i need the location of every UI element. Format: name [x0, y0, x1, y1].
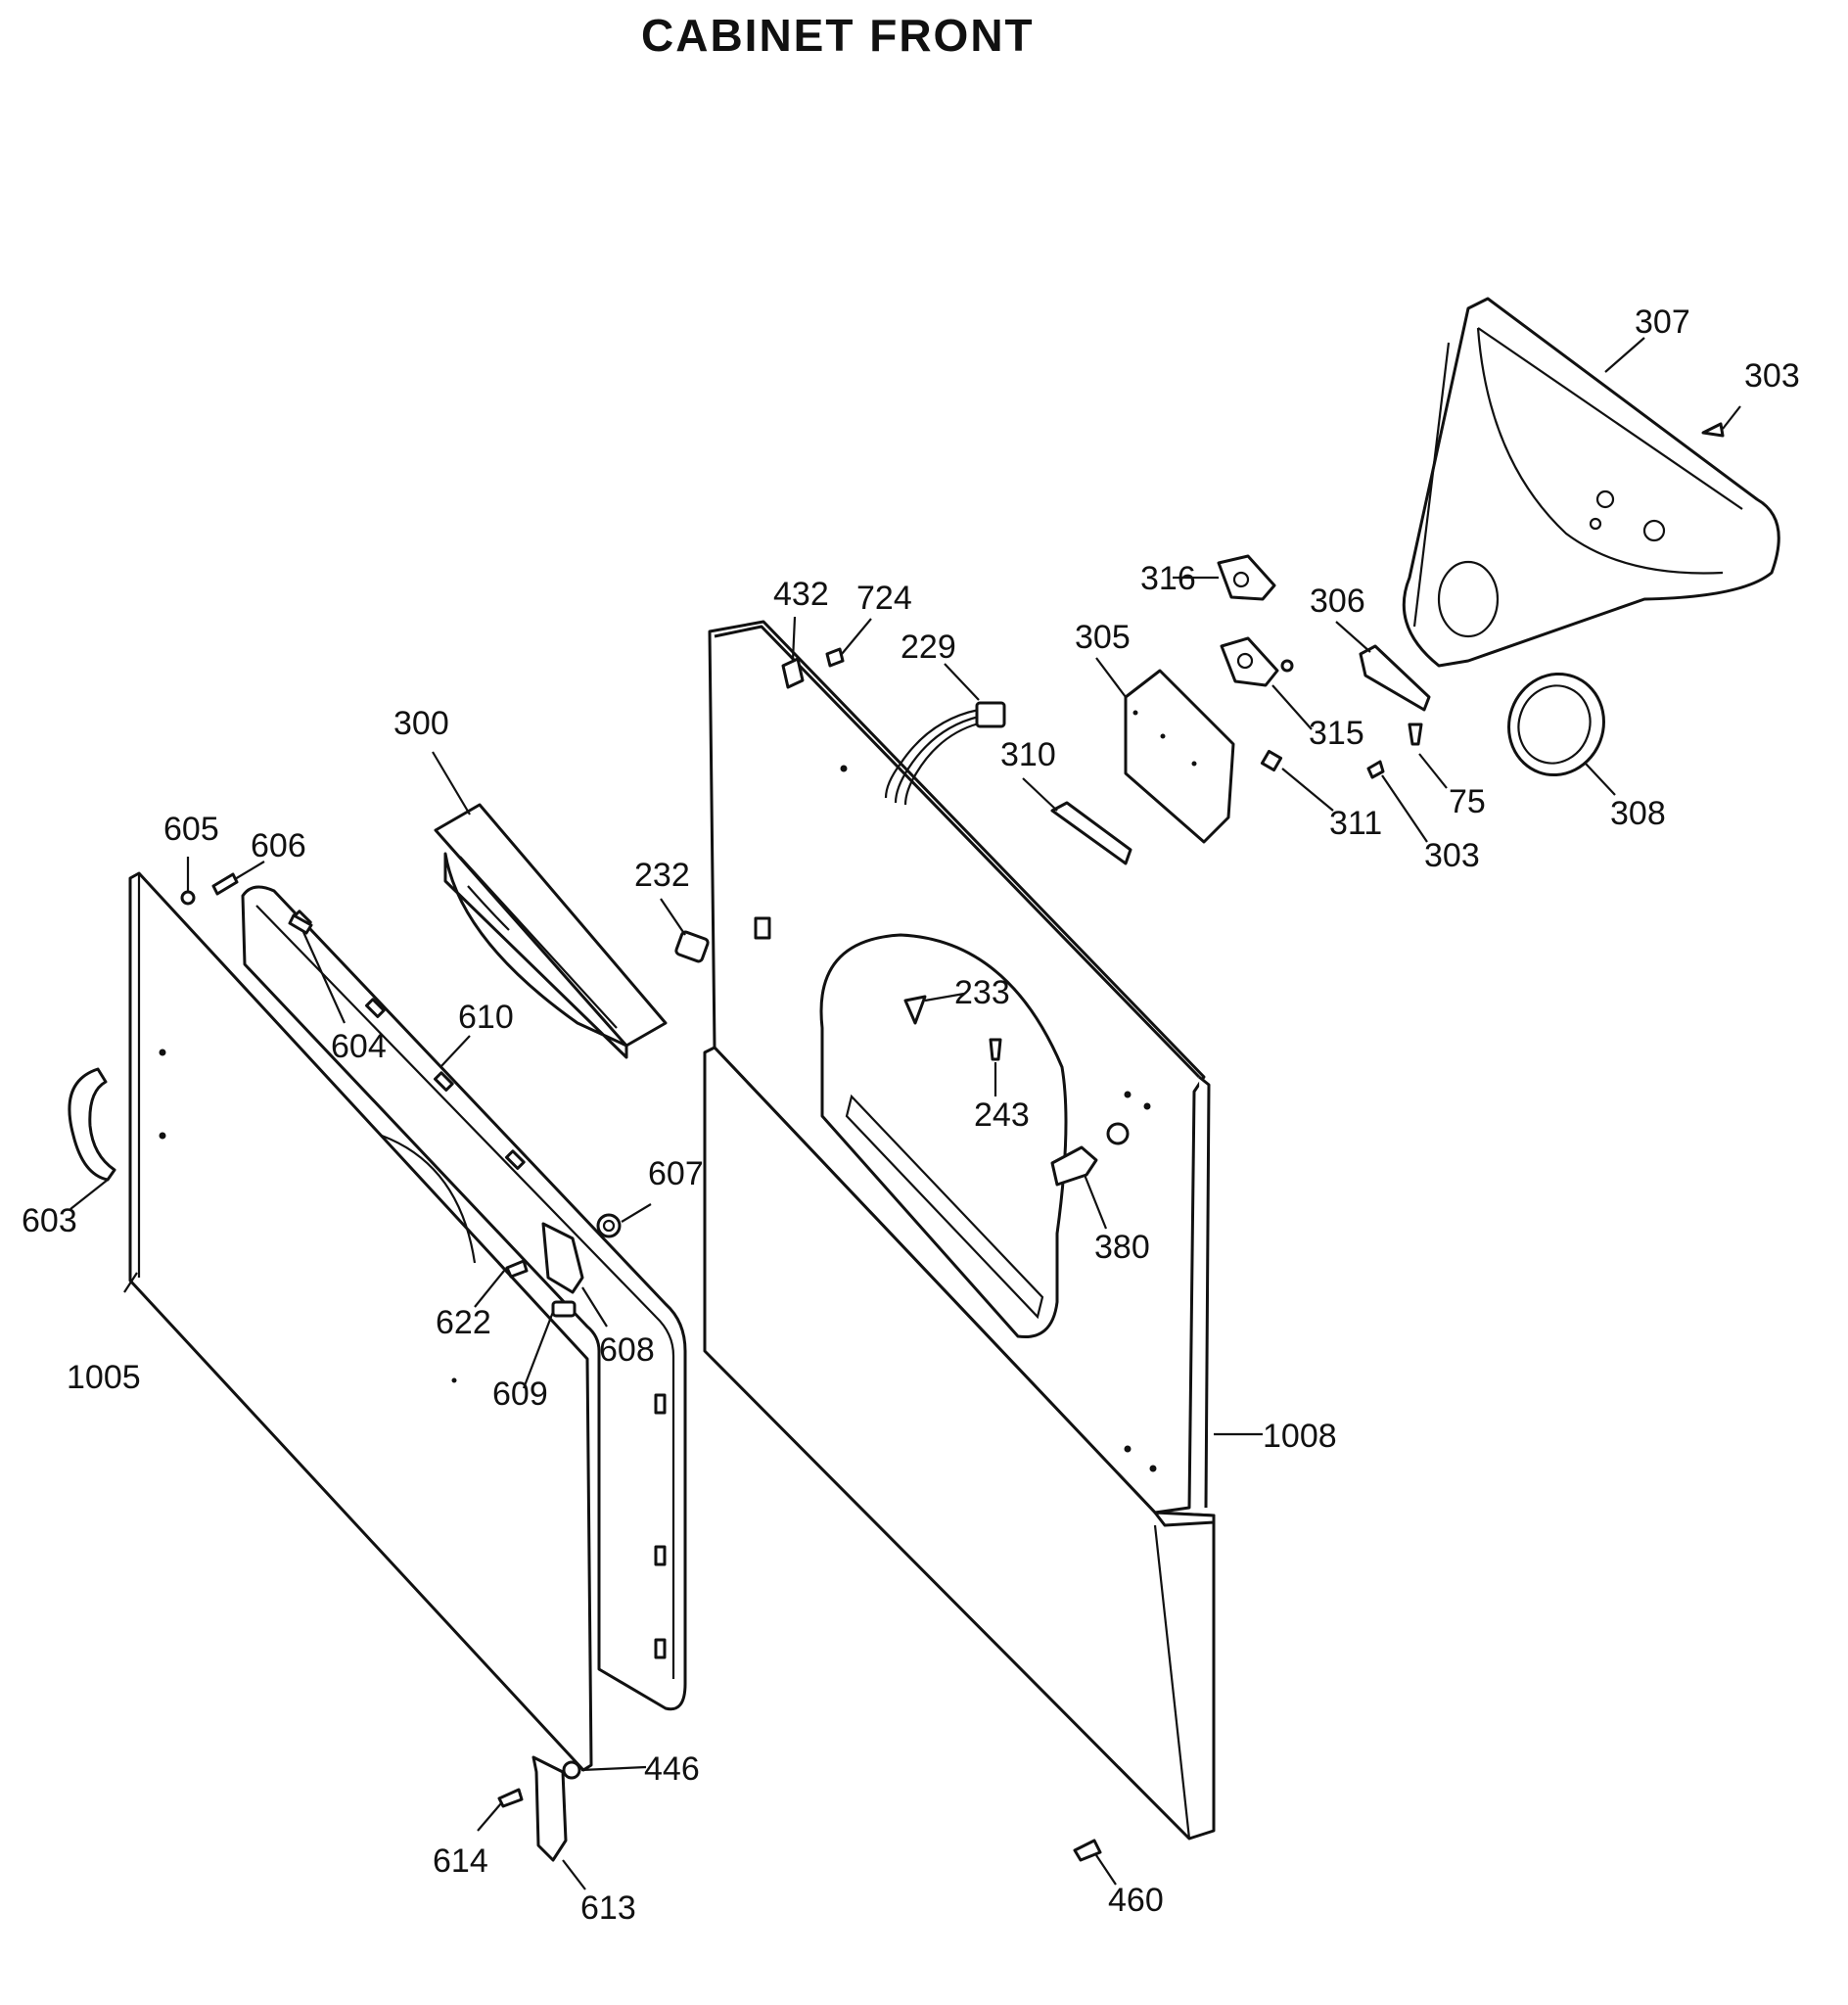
- leader-lines: [69, 337, 1741, 1890]
- screw-243: [989, 1038, 1002, 1061]
- callout-labels: 1005 603 605 606 604 610 300 232 607 622…: [22, 303, 1800, 1927]
- front-bulkhead: [1402, 297, 1780, 668]
- callout-307: 307: [1635, 303, 1690, 341]
- callout-303-lower: 303: [1424, 837, 1480, 874]
- callout-243: 243: [974, 1096, 1030, 1134]
- bracket-306: [1359, 644, 1431, 712]
- callout-1005: 1005: [67, 1359, 141, 1396]
- callout-233: 233: [954, 974, 1010, 1011]
- clip-232: [674, 930, 710, 963]
- callout-610: 610: [458, 999, 514, 1036]
- callout-311: 311: [1329, 805, 1382, 842]
- part-311: [1260, 749, 1283, 772]
- screw-233: [903, 995, 927, 1025]
- callout-315: 315: [1309, 715, 1364, 752]
- screw-460: [1073, 1839, 1102, 1862]
- screw-303-upper: [1701, 422, 1725, 438]
- control-bracket: [1124, 669, 1235, 844]
- callout-229: 229: [901, 629, 956, 666]
- callout-305: 305: [1075, 619, 1131, 656]
- callout-606: 606: [251, 827, 306, 864]
- callout-608: 608: [599, 1331, 655, 1369]
- grommet-607: [596, 1213, 622, 1238]
- door-switch: [1050, 1122, 1130, 1187]
- callout-75: 75: [1449, 783, 1486, 820]
- callout-613: 613: [580, 1889, 636, 1927]
- clip-432: [781, 657, 805, 689]
- lint-filter-housing: [434, 803, 668, 1059]
- front-panel: [708, 620, 1211, 1515]
- lower-kick-panel: [703, 1046, 1216, 1841]
- callout-232: 232: [634, 857, 690, 894]
- callout-303-upper: 303: [1744, 357, 1800, 395]
- diagram-title: CABINET FRONT: [641, 10, 1035, 61]
- callout-300: 300: [393, 705, 449, 742]
- door-outer-panel: [128, 871, 593, 1772]
- callout-604: 604: [331, 1028, 387, 1065]
- callout-308: 308: [1610, 795, 1666, 832]
- thermostat-316: [1217, 554, 1276, 601]
- door-hinge: [497, 1755, 581, 1862]
- screw-303-lower: [1366, 760, 1385, 779]
- door-handle: [68, 1067, 116, 1182]
- callout-460: 460: [1108, 1882, 1164, 1919]
- callout-310: 310: [1000, 736, 1056, 773]
- callout-380: 380: [1094, 1229, 1150, 1266]
- wire-harness: [884, 701, 1006, 806]
- callout-432: 432: [773, 576, 829, 613]
- callout-306: 306: [1310, 583, 1365, 620]
- callout-609: 609: [492, 1376, 548, 1413]
- screw-622: [505, 1259, 529, 1279]
- thermostat-315: [1220, 636, 1294, 687]
- callout-1008: 1008: [1263, 1418, 1337, 1455]
- callout-603: 603: [22, 1202, 77, 1239]
- screw-604: [288, 913, 313, 935]
- screw-724: [825, 647, 845, 668]
- door-latch: [541, 1222, 584, 1318]
- seal-ring-308: [1507, 672, 1605, 777]
- callout-607: 607: [648, 1155, 704, 1192]
- callout-622: 622: [436, 1304, 491, 1341]
- callout-605: 605: [163, 811, 219, 848]
- screw-75: [1408, 723, 1423, 746]
- washer-605: [180, 890, 196, 906]
- callout-446: 446: [644, 1750, 700, 1788]
- callout-316: 316: [1140, 560, 1196, 597]
- screw-606: [211, 872, 239, 896]
- callout-614: 614: [433, 1842, 488, 1880]
- callout-724: 724: [856, 580, 912, 617]
- bracket-310: [1050, 801, 1132, 865]
